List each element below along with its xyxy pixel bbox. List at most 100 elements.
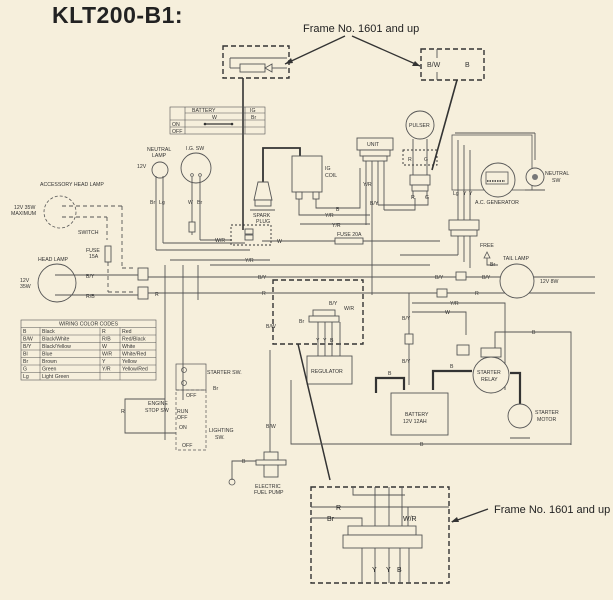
svg-text:IG: IG xyxy=(250,108,255,114)
svg-text:B: B xyxy=(450,364,454,370)
svg-text:B: B xyxy=(397,567,402,574)
svg-text:B/Y: B/Y xyxy=(435,275,444,281)
starter-motor: STARTER MOTOR xyxy=(507,403,559,439)
neutral-switch: NEUTRAL SW xyxy=(455,132,569,191)
svg-text:PULSER: PULSER xyxy=(409,123,430,129)
svg-text:MAXIMUM: MAXIMUM xyxy=(11,211,36,217)
svg-text:G: G xyxy=(425,195,429,201)
svg-text:R: R xyxy=(336,505,341,512)
svg-text:Y: Y xyxy=(463,191,467,197)
color-table-cell: Yellow xyxy=(122,359,137,365)
switch-cluster: STARTER SW. Br OFF ENGINE STOP SW RUN OF… xyxy=(121,363,242,451)
svg-text:B/Y: B/Y xyxy=(329,301,338,307)
svg-text:W: W xyxy=(445,310,450,316)
svg-text:FUSE: FUSE xyxy=(86,248,100,254)
svg-text:12V: 12V xyxy=(137,164,147,170)
svg-text:Y/R: Y/R xyxy=(450,301,459,307)
svg-text:STOP SW: STOP SW xyxy=(145,408,169,414)
color-table-cell: R/B xyxy=(102,337,111,343)
svg-text:R: R xyxy=(121,409,125,415)
svg-text:FREE: FREE xyxy=(480,243,494,249)
svg-text:FUSE 20A: FUSE 20A xyxy=(337,232,362,238)
color-table-cell: Y xyxy=(102,359,106,365)
color-table-cell: Green xyxy=(42,367,57,373)
svg-text:RUN: RUN xyxy=(177,409,188,415)
svg-text:ON: ON xyxy=(179,425,187,431)
pulser: PULSER R G R G xyxy=(402,110,438,201)
svg-text:12V 35W: 12V 35W xyxy=(14,205,35,211)
svg-text:W: W xyxy=(277,239,282,245)
svg-text:MOTOR: MOTOR xyxy=(537,417,556,423)
color-table-row: B/W Black/White R/B Red/Black xyxy=(23,337,146,343)
bottom-callout: Frame No. 1601 and up xyxy=(451,504,610,523)
color-table-cell: B/W xyxy=(23,337,33,343)
svg-text:R: R xyxy=(411,195,415,201)
fuse-20a: FUSE 20A W xyxy=(262,232,440,245)
color-table-cell: Red/Black xyxy=(122,337,146,343)
svg-text:B: B xyxy=(388,371,392,377)
svg-text:B/Y: B/Y xyxy=(402,316,411,322)
svg-text:Y: Y xyxy=(386,567,391,574)
svg-text:STARTER: STARTER xyxy=(535,410,559,416)
svg-text:Y: Y xyxy=(316,338,320,344)
svg-text:B/W: B/W xyxy=(427,62,441,69)
frame-detail-box-right: B/W B xyxy=(420,48,485,171)
svg-text:Y/R: Y/R xyxy=(332,223,341,229)
svg-text:SW.: SW. xyxy=(215,435,225,441)
svg-text:Br: Br xyxy=(490,262,495,268)
color-table-cell: Black/Yellow xyxy=(42,344,71,350)
svg-text:STARTER: STARTER xyxy=(477,370,501,376)
electric-fuel-pump: B/W B ELECTRIC FUEL PUMP xyxy=(228,350,287,496)
color-table-cell: Black xyxy=(42,329,55,335)
svg-text:B/W: B/W xyxy=(266,324,276,330)
color-table-cell: Black/White xyxy=(42,337,70,343)
ignition-unit: UNIT Y/R B/Y xyxy=(356,137,429,295)
svg-text:G: G xyxy=(424,157,428,163)
svg-text:ON: ON xyxy=(172,122,180,128)
svg-text:FUEL PUMP: FUEL PUMP xyxy=(254,490,284,496)
svg-text:ACCESSORY HEAD LAMP: ACCESSORY HEAD LAMP xyxy=(40,182,104,188)
top-callout-label: Frame No. 1601 and up xyxy=(303,23,419,35)
svg-text:OFF: OFF xyxy=(182,443,192,449)
ig-connector-box xyxy=(230,224,272,246)
svg-text:Br: Br xyxy=(299,319,304,325)
svg-text:Lg: Lg xyxy=(159,200,165,206)
svg-text:COIL: COIL xyxy=(325,173,337,179)
svg-text:LIGHTING: LIGHTING xyxy=(209,428,234,434)
svg-text:RELAY: RELAY xyxy=(481,377,498,383)
svg-text:Y: Y xyxy=(469,191,473,197)
svg-text:STARTER SW.: STARTER SW. xyxy=(207,370,242,376)
svg-text:HEAD LAMP: HEAD LAMP xyxy=(38,257,69,263)
svg-text:W: W xyxy=(188,200,193,206)
color-table-title: WIRING COLOR CODES xyxy=(59,322,119,328)
frame-detail-box-bottom: R Br W/R Y Y B xyxy=(310,486,450,584)
svg-text:W/R: W/R xyxy=(215,238,225,244)
color-table-cell: B/Y xyxy=(23,344,32,350)
svg-text:PLUG: PLUG xyxy=(256,219,270,225)
svg-text:W/R: W/R xyxy=(403,516,417,523)
color-table-cell: W/R xyxy=(102,352,112,358)
color-table-cell: Light Green xyxy=(42,374,69,380)
svg-text:Br: Br xyxy=(327,516,335,523)
svg-text:B: B xyxy=(242,459,246,465)
color-table-cell: Yellow/Red xyxy=(122,367,148,373)
tail-lamp: FREE Br TAIL LAMP 12V 8W B/Y R xyxy=(436,243,559,299)
spark-plug: SPARK PLUG xyxy=(250,147,301,225)
color-table-cell: B xyxy=(23,329,27,335)
svg-text:R: R xyxy=(408,157,412,163)
color-table-cell: Red xyxy=(122,329,132,335)
svg-text:Y: Y xyxy=(323,338,327,344)
svg-text:B: B xyxy=(532,330,536,336)
svg-text:BATTERY: BATTERY xyxy=(192,108,216,114)
svg-text:B/W: B/W xyxy=(266,424,276,430)
frame-detail-box-left xyxy=(222,45,290,230)
svg-text:Y/R: Y/R xyxy=(363,182,372,188)
svg-text:NEUTRAL: NEUTRAL xyxy=(147,147,171,153)
svg-text:B/Y: B/Y xyxy=(482,275,491,281)
color-table-cell: Blue xyxy=(42,352,52,358)
svg-text:LAMP: LAMP xyxy=(152,153,167,159)
color-table-cell: W xyxy=(102,344,107,350)
svg-text:B: B xyxy=(420,442,424,448)
